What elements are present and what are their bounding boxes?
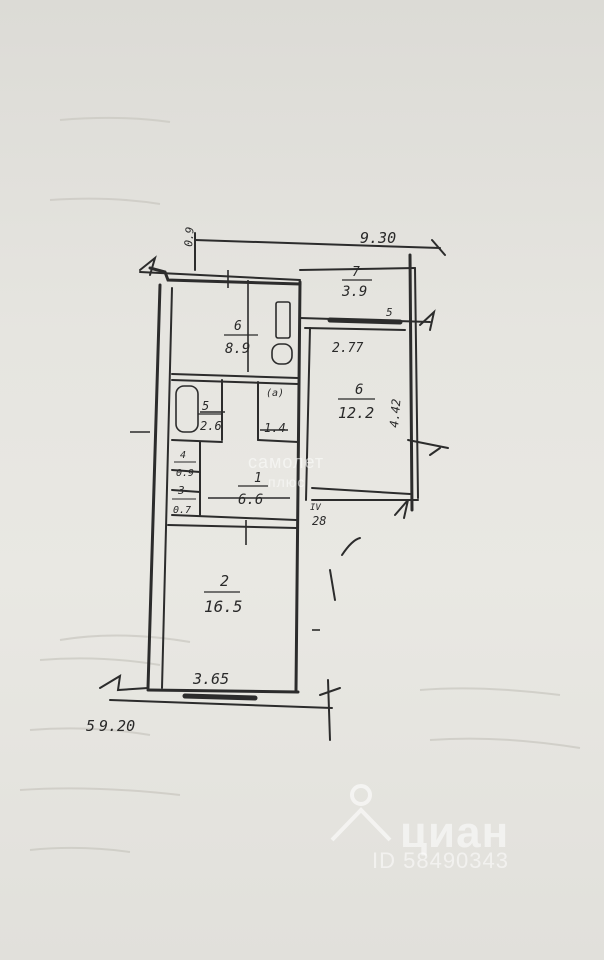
room-4-area: 0.9 xyxy=(176,468,194,479)
dim-top-left: 0.9 xyxy=(182,226,197,247)
room-1-number: 1 xyxy=(254,471,262,486)
dim-small-iv: IV xyxy=(310,503,321,513)
room-7-area: 3.9 xyxy=(341,284,367,300)
dim-room6-width: 2.77 xyxy=(332,341,363,356)
room-1-area: 6.6 xyxy=(238,492,263,508)
watermark-cian: циан xyxy=(400,808,510,857)
room-2-area: 16.5 xyxy=(204,597,243,616)
walls xyxy=(99,232,449,741)
dim-bottom-left: 9.20 xyxy=(99,717,135,735)
room-4-number: 4 xyxy=(180,450,186,461)
dim-small-a: (a) xyxy=(266,388,284,399)
kitchen-stove-icon xyxy=(275,301,291,339)
room-labels: 7 3.9 6 8.9 6 12.2 5 2.6 1.4 4 0.9 3 0.7… xyxy=(172,265,375,616)
room-wc-area: 1.4 xyxy=(264,421,286,435)
room-6-area: 8.9 xyxy=(225,341,250,357)
top-dimension-line xyxy=(194,239,441,249)
room-5-number: 5 xyxy=(202,399,209,413)
room-5-area: 2.6 xyxy=(200,419,222,433)
fixtures xyxy=(130,270,320,631)
watermark-samolet-sub: плюс xyxy=(268,474,306,490)
watermark-cian-id: ID 58490343 xyxy=(372,848,509,873)
watermark-samolet: самолет xyxy=(248,452,325,472)
room-7-number: 7 xyxy=(352,265,360,280)
room-6b-area: 12.2 xyxy=(338,404,374,422)
dim-bottom-prefix: 5 xyxy=(86,717,95,735)
bathtub-icon xyxy=(175,385,199,433)
dim-side-right: 4.42 xyxy=(387,398,403,428)
room-6b-number: 6 xyxy=(355,382,363,398)
room-3-area: 0.7 xyxy=(173,505,191,516)
cian-logo-icon xyxy=(330,784,392,842)
dim-small-5: 5 xyxy=(386,306,393,319)
dimension-labels: 9.30 0.9 2.77 4.42 3.65 5 9.20 28 IV 5 (… xyxy=(86,226,404,735)
sink-icon xyxy=(271,343,293,365)
room-3-number: 3 xyxy=(177,484,185,497)
dim-bottom-width: 3.65 xyxy=(192,670,229,688)
room-6-number: 6 xyxy=(234,319,242,334)
dim-top: 9.30 xyxy=(360,229,396,247)
room-2-number: 2 xyxy=(220,572,229,590)
faded-background-lines xyxy=(19,116,581,853)
dim-small-28: 28 xyxy=(312,514,326,528)
